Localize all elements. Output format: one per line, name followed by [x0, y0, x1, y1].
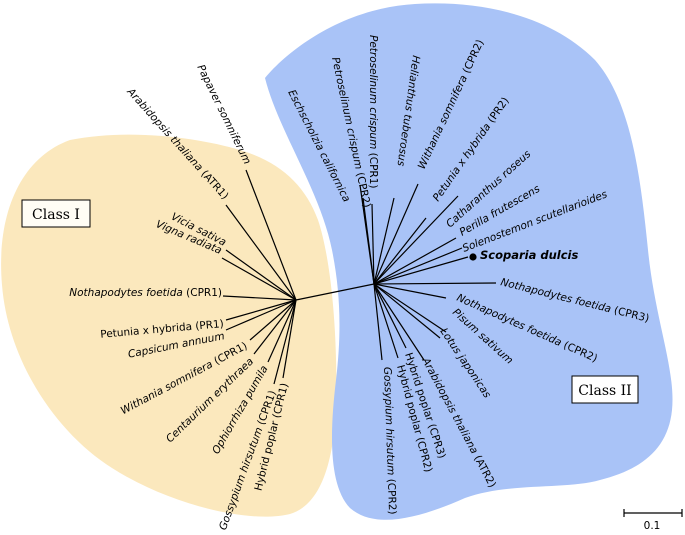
class-ii-leaf-label: Gossypium hirsutum (CPR2) [381, 367, 398, 515]
class-ii-branch [373, 283, 383, 361]
class-ii-label: Class II [578, 383, 631, 399]
class-ii-branch [373, 247, 463, 285]
class-ii-region [265, 3, 673, 520]
class-ii-branch [373, 197, 395, 285]
class-ii-branch [373, 217, 427, 285]
class-ii-branch [373, 283, 425, 361]
scale-bar-label: 0.1 [644, 520, 661, 532]
isoform-suffix: (CPR2) [385, 475, 398, 515]
class-ii-branch [373, 183, 419, 285]
class-ii-box: Class II [571, 375, 639, 404]
class-i-branch [282, 299, 297, 379]
class-i-branch [222, 295, 297, 301]
species-name: Nothapodytes foetida [69, 287, 183, 299]
class-i-region [1, 134, 337, 517]
class-ii-branch [373, 282, 497, 285]
class-ii-branch [373, 256, 469, 285]
isoform-suffix: (CPR1) [183, 287, 222, 299]
class-ii-branch [362, 197, 375, 285]
class-ii-branch [373, 237, 457, 285]
class-i-branch [253, 299, 297, 355]
species-name: Petroselinum crispum [367, 35, 379, 149]
backbone-branch [295, 283, 375, 301]
class-i-branch [273, 299, 297, 385]
class-i-box: Class I [21, 199, 91, 228]
class-ii-branch [373, 283, 407, 349]
class-i-branch [249, 299, 297, 341]
class-ii-branch [373, 195, 459, 285]
class-ii-branch [373, 283, 447, 299]
class-i-branch [225, 249, 297, 301]
class-ii-leaf-label: Petroselinum crispum (CPR1) [367, 35, 379, 189]
class-ii-branch [373, 283, 447, 333]
class-ii-branch [373, 283, 441, 339]
class-ii-leaf-label: Scoparia dulcis [480, 248, 578, 262]
class-ii-box-frame [571, 375, 639, 404]
tree-branches [221, 169, 497, 385]
class-i-box-frame [21, 199, 91, 228]
highlight-dot-icon [469, 253, 477, 261]
class-i-branch [225, 299, 297, 331]
class-i-branch [225, 299, 297, 321]
class-i-branch [245, 169, 297, 301]
species-name: Scoparia dulcis [480, 248, 578, 262]
class-i-leaf-label: Nothapodytes foetida (CPR1) [69, 287, 222, 299]
scale-bar: 0.1 [623, 509, 683, 532]
isoform-suffix: (CPR1) [367, 149, 379, 188]
class-ii-branch [371, 203, 375, 285]
class-i-branch [221, 257, 297, 301]
class-i-branch [267, 299, 297, 363]
class-i-branch [225, 204, 297, 301]
species-name: Gossypium hirsutum [381, 367, 397, 476]
class-i-label: Class I [32, 207, 80, 223]
class-ii-branch [373, 283, 399, 359]
